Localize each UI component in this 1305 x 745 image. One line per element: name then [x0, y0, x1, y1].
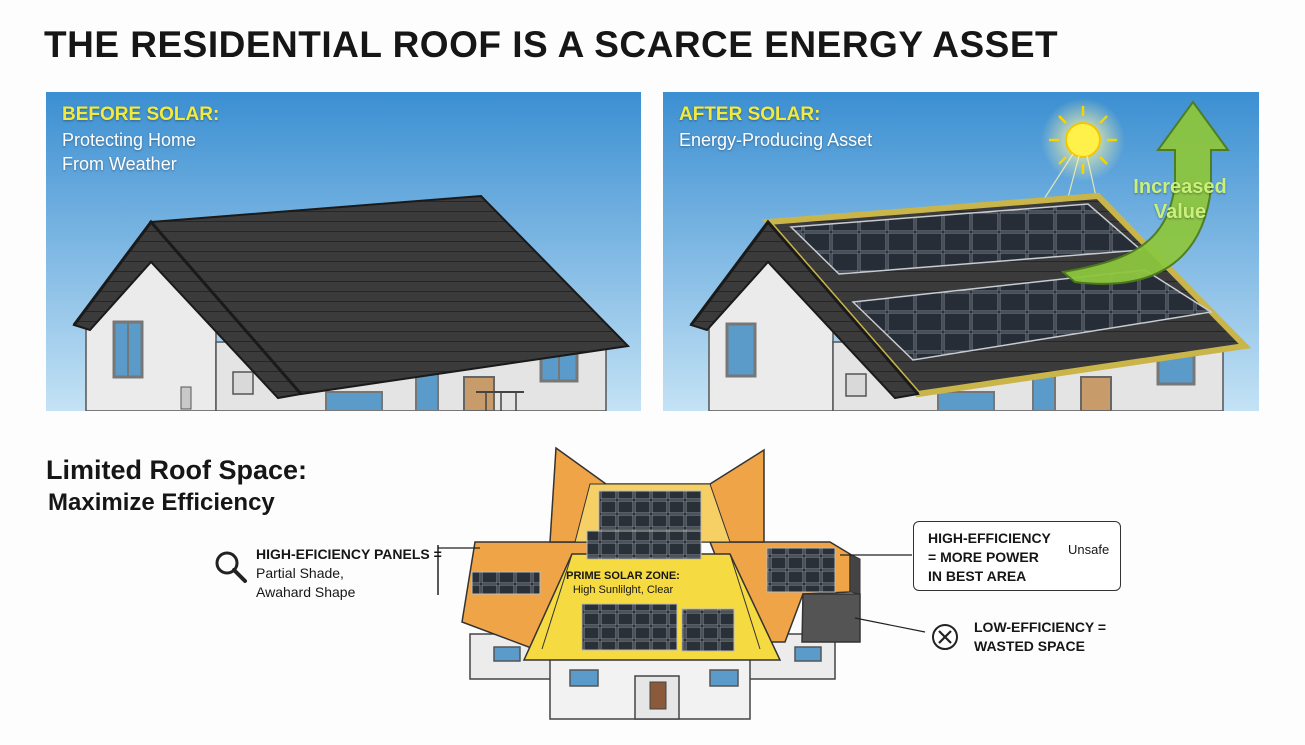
- before-heading: BEFORE SOLAR:: [62, 104, 220, 125]
- left-label-line-3: Awahard Shape: [256, 584, 356, 600]
- panel-left-wing: [471, 571, 541, 595]
- callout-text: HIGH-EFFICIENCY = MORE POWER IN BEST ARE…: [928, 529, 1051, 586]
- increased-value-line-2: Value: [1153, 201, 1207, 223]
- solar-array-lower: [851, 269, 1214, 361]
- panel-prime-right: [681, 608, 735, 652]
- roof-space-subtitle: Maximize Efficiency: [48, 489, 275, 516]
- after-heading: AFTER SOLAR:: [679, 104, 821, 125]
- zone-label-line-2: High Sunlilght, Clear: [572, 584, 674, 596]
- sun-icon: [1049, 106, 1117, 174]
- after-line-1: Energy-Producing Asset: [679, 130, 873, 150]
- before-subtitle: Protecting Home From Weather: [62, 128, 196, 176]
- panel-rear-upper: [598, 490, 702, 534]
- callout-line-2: = MORE POWER: [928, 549, 1039, 565]
- low-label-line-2: WASTED SPACE: [974, 638, 1085, 654]
- house-before-illustration: [46, 92, 641, 411]
- high-efficiency-callout: HIGH-EFFICIENCY = MORE POWER IN BEST ARE…: [913, 521, 1121, 591]
- panel-prime-left: [581, 603, 678, 651]
- left-label-line-2: Partial Shade,: [256, 565, 344, 581]
- zone-label-line-1: PRIME SOLAR ZONE:: [566, 570, 680, 582]
- before-solar-panel: BEFORE SOLAR: Protecting Home From Weath…: [46, 92, 641, 411]
- increased-value-line-1: Increased: [1133, 176, 1227, 198]
- roof-space-title: Limited Roof Space:: [46, 455, 308, 485]
- roof-plan-illustration: [461, 446, 861, 720]
- callout-line-1: HIGH-EFFICIENCY: [928, 530, 1051, 546]
- after-subtitle: Energy-Producing Asset: [679, 128, 872, 152]
- increased-value-label: Increased Value: [1125, 175, 1235, 225]
- low-efficiency-area: [801, 593, 861, 643]
- before-line-2: From Weather: [62, 154, 177, 174]
- callout-line-3: IN BEST AREA: [928, 568, 1027, 584]
- low-efficiency-label: LOW-EFFICIENCY = WASTED SPACE: [974, 618, 1106, 656]
- left-label-line-1: HIGH-EFICIENCY PANELS =: [256, 546, 442, 562]
- low-label-line-1: LOW-EFFICIENCY =: [974, 619, 1107, 635]
- page-title: THE RESIDENTIAL ROOF IS A SCARCE ENERGY …: [44, 24, 1059, 65]
- house-after-illustration: [663, 92, 1259, 411]
- panel-right-wing: [766, 547, 836, 593]
- panel-rear-lower: [586, 530, 702, 560]
- before-line-1: Protecting Home: [62, 130, 197, 150]
- magnifier-icon: [215, 551, 247, 583]
- high-eficiency-panels-label: HIGH-EFICIENCY PANELS = Partial Shade, A…: [256, 545, 442, 602]
- circle-x-icon: [932, 624, 958, 650]
- prime-solar-zone-label: PRIME SOLAR ZONE: High Sunlilght, Clear: [543, 569, 703, 597]
- after-solar-panel: AFTER SOLAR: Energy-Producing Asset Incr…: [663, 92, 1259, 411]
- up-arrow-icon: [1060, 100, 1230, 285]
- unsafe-tag: Unsafe: [1068, 542, 1110, 557]
